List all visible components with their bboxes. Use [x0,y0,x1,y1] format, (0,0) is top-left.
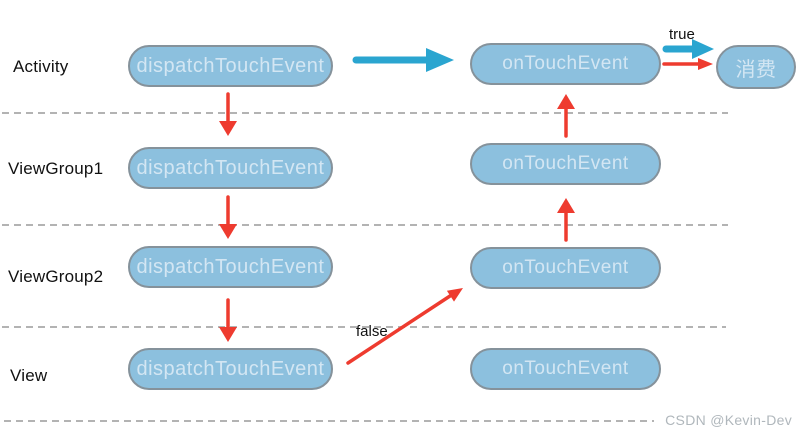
row-divider [2,224,728,226]
node-viewgroup1-dispatchtouchevent: dispatchTouchEvent [128,147,333,189]
red-up-arrow-icon [557,198,575,242]
false-branch-label: false [356,323,388,340]
node-viewgroup2-dispatchtouchevent: dispatchTouchEvent [128,246,333,288]
red-down-arrow-icon [219,298,237,342]
row-label-view: View [10,366,48,385]
node-view-ontouchevent: onTouchEvent [470,348,661,390]
node-viewgroup2-ontouchevent: onTouchEvent [470,247,661,289]
red-right-arrow-icon [662,58,713,70]
blue-right-arrow-icon [662,39,714,59]
node-activity-ontouchevent: onTouchEvent [470,43,661,85]
blue-right-arrow-icon [352,48,454,72]
watermark: CSDN @Kevin-Dev [665,412,792,428]
red-down-arrow-icon [219,92,237,136]
row-label-viewgroup1: ViewGroup1 [8,159,104,178]
row-divider [2,326,726,328]
node-activity-dispatchtouchevent: dispatchTouchEvent [128,45,333,87]
row-divider [2,112,728,114]
node-view-dispatchtouchevent: dispatchTouchEvent [128,348,333,390]
true-branch-label: true [669,26,695,43]
red-down-arrow-icon [219,195,237,239]
red-up-arrow-icon [557,94,575,138]
row-label-activity: Activity [13,57,69,76]
node-consume: 消费 [716,45,796,89]
row-divider [4,420,654,422]
red-diagonal-arrow-icon [346,288,463,365]
row-label-viewgroup2: ViewGroup2 [8,267,104,286]
node-viewgroup1-ontouchevent: onTouchEvent [470,143,661,185]
